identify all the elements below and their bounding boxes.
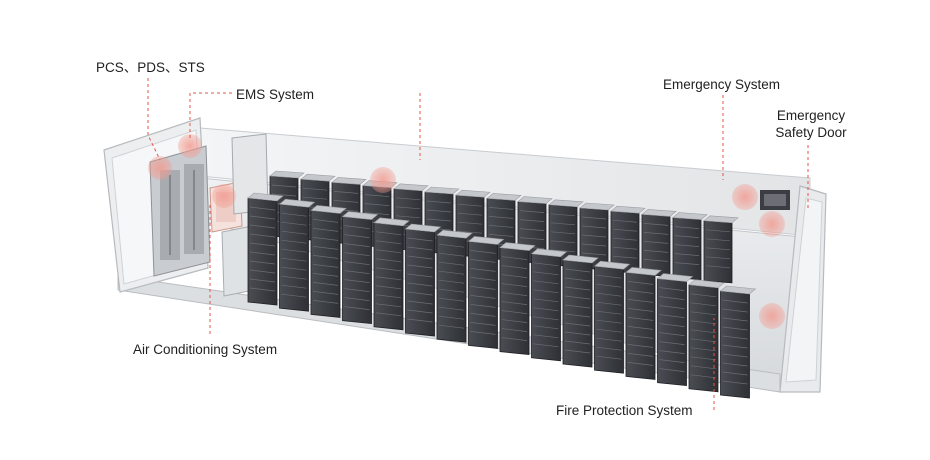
- marker-fire-protection: [759, 303, 785, 329]
- label-emergency-safety-door-line1: Emergency: [776, 108, 846, 123]
- emergency-panel: [760, 190, 790, 210]
- back-rack-15: [703, 215, 739, 284]
- front-rack-7: [436, 229, 473, 343]
- front-rack-3: [310, 205, 347, 318]
- marker-emergency-system: [732, 184, 758, 210]
- marker-ems: [178, 134, 202, 158]
- back-rack-13: [641, 209, 677, 277]
- label-pcs-pds-sts: PCS、PDS、STS: [96, 60, 205, 75]
- highlight-markers: [148, 134, 785, 329]
- label-ems-system: EMS System: [236, 87, 315, 102]
- leader-ems: [189, 92, 232, 140]
- front-rack-2: [278, 198, 316, 312]
- front-rack-16: [719, 285, 757, 399]
- marker-aircon: [212, 184, 236, 208]
- front-rack-15: [688, 279, 725, 393]
- battery-rack-row-front: [247, 192, 757, 399]
- back-rack-14: [672, 212, 708, 281]
- leader-lines: [147, 78, 809, 410]
- battery-rack-row-back: [269, 170, 739, 284]
- back-rack-11: [579, 202, 615, 271]
- label-air-conditioning-system: Air Conditioning System: [133, 342, 278, 357]
- front-rack-13: [625, 267, 662, 380]
- front-rack-1: [247, 192, 284, 306]
- label-fire-protection-system: Fire Protection System: [556, 403, 693, 418]
- label-emergency-safety-door: Emergency Safety Door: [770, 107, 852, 141]
- marker-battery: [370, 167, 396, 193]
- front-rack-10: [530, 248, 568, 362]
- front-rack-14: [656, 273, 694, 387]
- front-rack-9: [499, 242, 536, 356]
- front-rack-11: [562, 254, 599, 368]
- leader-pcs: [147, 78, 161, 161]
- front-rack-4: [341, 211, 379, 325]
- label-emergency-safety-door-line2: Safety Door: [775, 125, 847, 140]
- marker-pcs: [148, 156, 172, 180]
- front-rack-8: [467, 236, 505, 349]
- marker-safety-door: [759, 211, 785, 237]
- front-rack-5: [373, 217, 410, 331]
- back-rack-12: [610, 205, 646, 274]
- front-rack-12: [593, 260, 631, 374]
- front-rack-6: [404, 223, 442, 337]
- label-emergency-system: Emergency System: [663, 77, 781, 92]
